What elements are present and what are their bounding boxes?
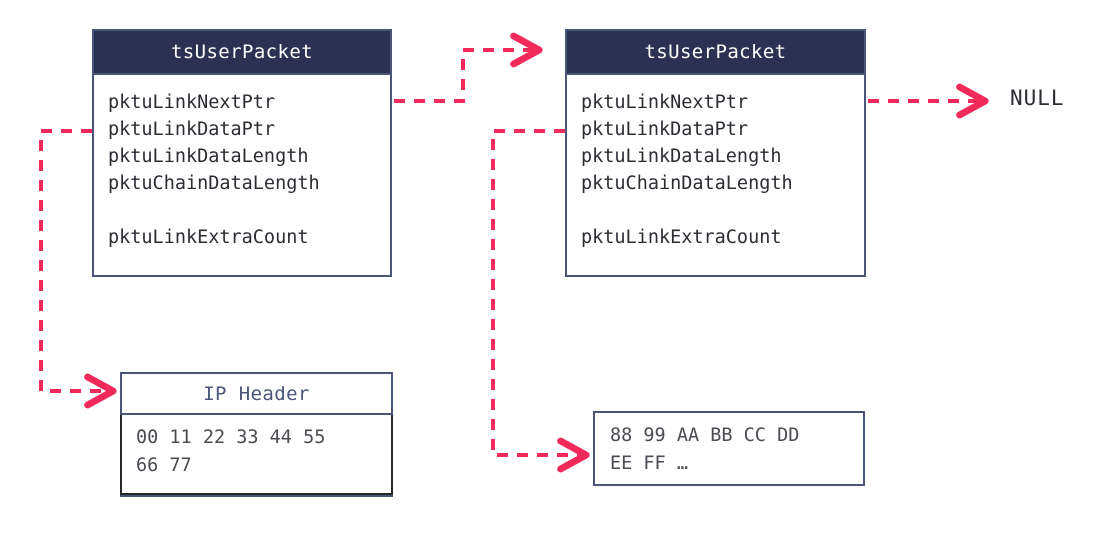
payload-bytes-line-2: EE FF … <box>610 453 688 474</box>
packet-box-2-fields: pktuLinkNextPtr pktuLinkDataPtr pktuLink… <box>567 75 864 261</box>
ip-header-box-title: IP Header <box>122 374 391 415</box>
payload-bytes-line-1: 88 99 AA BB CC DD <box>610 425 800 446</box>
packet-box-2: tsUserPacket pktuLinkNextPtr pktuLinkDat… <box>565 29 866 277</box>
null-terminator-label: NULL <box>1010 86 1065 110</box>
field-pktu-link-next-ptr: pktuLinkNextPtr <box>108 92 276 113</box>
field-pktu-link-extra-count: pktuLinkExtraCount <box>108 227 309 248</box>
ip-header-bytes-line-2: 66 77 <box>136 455 192 476</box>
connector-packet1-next-to-packet2 <box>394 32 543 103</box>
field-pktu-link-data-ptr: pktuLinkDataPtr <box>581 119 749 140</box>
packet-box-1-title: tsUserPacket <box>94 31 390 75</box>
packet-box-1-fields: pktuLinkNextPtr pktuLinkDataPtr pktuLink… <box>94 75 390 261</box>
field-pktu-link-next-ptr: pktuLinkNextPtr <box>581 92 749 113</box>
field-spacer <box>108 197 390 224</box>
packet-box-1: tsUserPacket pktuLinkNextPtr pktuLinkDat… <box>92 29 392 277</box>
field-pktu-link-extra-count: pktuLinkExtraCount <box>581 227 782 248</box>
payload-data-box: 88 99 AA BB CC DD EE FF … <box>593 411 865 486</box>
field-pktu-chain-data-length: pktuChainDataLength <box>581 173 793 194</box>
field-spacer <box>581 197 864 224</box>
field-pktu-link-data-length: pktuLinkDataLength <box>108 146 309 167</box>
ip-header-box: IP Header 00 11 22 33 44 55 66 77 <box>120 372 393 497</box>
field-pktu-link-data-ptr: pktuLinkDataPtr <box>108 119 276 140</box>
ip-header-bytes-line-1: 00 11 22 33 44 55 <box>136 427 326 448</box>
field-pktu-link-data-length: pktuLinkDataLength <box>581 146 782 167</box>
field-pktu-chain-data-length: pktuChainDataLength <box>108 173 320 194</box>
ip-header-box-body: 00 11 22 33 44 55 66 77 <box>120 415 393 495</box>
packet-box-2-title: tsUserPacket <box>567 31 864 75</box>
